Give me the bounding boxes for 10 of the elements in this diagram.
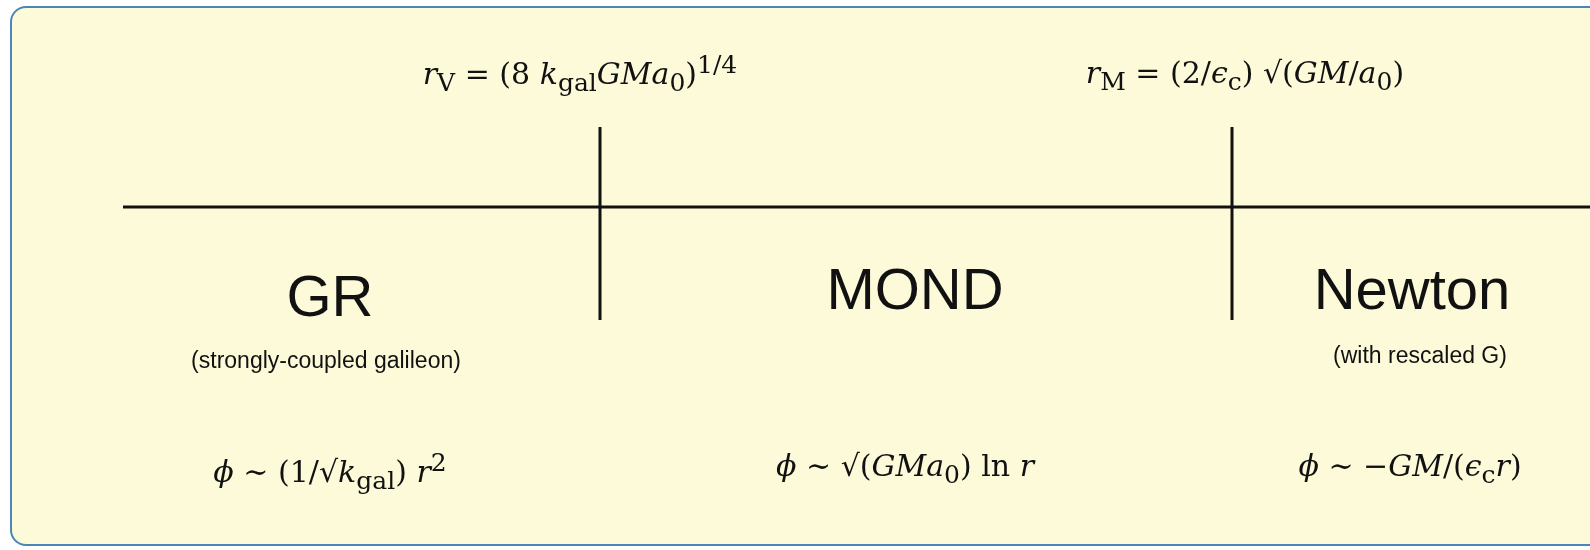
regime-subtitle: (strongly-coupled galileon) bbox=[191, 347, 461, 374]
regime-subtitle: (with rescaled G) bbox=[1333, 342, 1507, 369]
formula: ϕ ∼ √(GMa$_{0}$) ln r bbox=[776, 448, 1034, 489]
regime-title: Newton bbox=[1313, 255, 1511, 322]
formula: r$_{M}$ = (2/ϵ$_{c}$) √(GM/a$_{0}$) bbox=[1085, 55, 1405, 96]
regime-title: MOND bbox=[826, 255, 1004, 322]
formula: ϕ ∼ (1/√k$_{gal}$) r$^{2}$ bbox=[213, 448, 447, 495]
formula: ϕ ∼ −GM/(ϵ$_{c}$r) bbox=[1298, 448, 1522, 489]
regime-title: GR bbox=[286, 262, 374, 329]
formula: r$_{V}$ = (8 k$_{gal}$GMa$_{0}$)$^{1/4}$ bbox=[422, 50, 738, 97]
